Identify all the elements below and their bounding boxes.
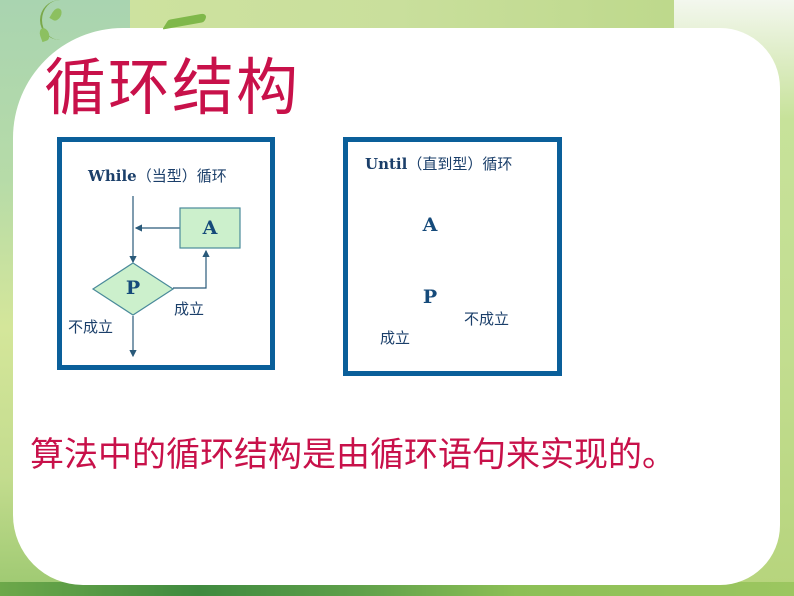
while-loop-diagram-frame: [57, 137, 275, 370]
while-decision-label: P: [125, 277, 141, 299]
while-caption-cn: （当型）循环: [136, 167, 227, 185]
while-true-label: 成立: [174, 300, 205, 318]
until-diagram-caption: Until（直到型）循环: [365, 153, 512, 174]
while-flow-lines: [129, 196, 210, 358]
while-process-label: A: [202, 217, 218, 239]
until-loop-diagram-frame: [343, 137, 562, 376]
until-process-label: A: [422, 214, 438, 236]
vine-decoration-icon: [40, 0, 64, 40]
until-caption-cn: （直到型）循环: [407, 155, 513, 173]
while-false-label: 不成立: [68, 318, 114, 336]
until-caption-latin: Until: [365, 155, 408, 173]
until-decision-label: P: [422, 286, 438, 308]
while-diagram-caption: While（当型）循环: [88, 165, 227, 186]
while-caption-latin: While: [88, 167, 137, 185]
until-false-label: 不成立: [464, 310, 510, 328]
until-true-label: 成立: [380, 329, 411, 347]
summary-text: 算法中的循环结构是由循环语句来实现的。: [30, 435, 676, 475]
while-process-box: [179, 207, 241, 249]
slide-title: 循环结构: [44, 51, 301, 124]
while-decision-diamond: [91, 262, 175, 316]
background-foliage-bottom: [0, 582, 794, 596]
